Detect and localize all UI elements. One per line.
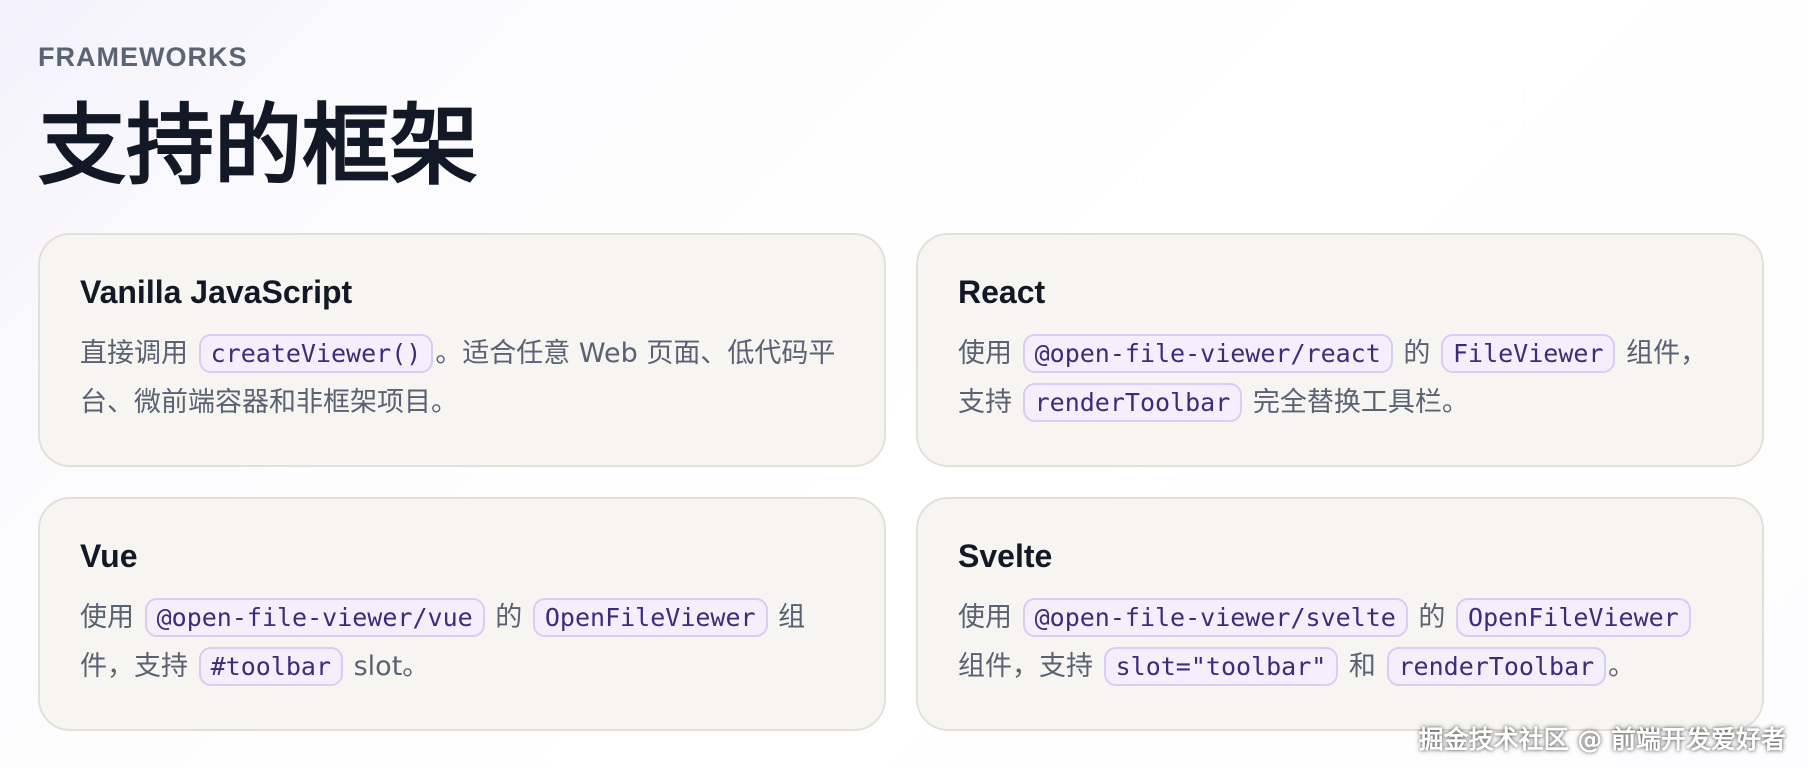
page-title: 支持的框架 — [38, 94, 479, 197]
code-toolbar-slot: #toolbar — [198, 647, 344, 687]
text-segment: 使用 — [958, 338, 1012, 370]
frameworks-grid: Vanilla JavaScript 直接调用 createViewer()。适… — [38, 233, 1764, 733]
code-component: FileViewer — [1440, 334, 1616, 374]
card-title: React — [958, 274, 1046, 310]
text-segment: 。适合任意 Web 页面、低代码平台、微前端容器和非框架项目。 — [80, 338, 836, 419]
card-title: Vue — [80, 538, 138, 574]
text-segment: 组件，支持 — [80, 602, 806, 683]
text-segment: 的 — [1418, 602, 1446, 634]
card-description: 使用 @open-file-viewer/svelte 的 OpenFileVi… — [958, 593, 1722, 691]
text-segment: 完全替换工具栏。 — [1252, 387, 1469, 419]
card-description: 直接调用 createViewer()。适合任意 Web 页面、低代码平台、微前… — [80, 329, 844, 427]
text-segment: 直接调用 — [80, 338, 188, 370]
text-segment: 组件，支持 — [958, 651, 1093, 683]
code-component: OpenFileViewer — [532, 598, 768, 638]
text-segment: 的 — [495, 602, 523, 634]
card-vanilla-js: Vanilla JavaScript 直接调用 createViewer()。适… — [38, 233, 886, 467]
text-segment: 的 — [1403, 338, 1431, 370]
card-description: 使用 @open-file-viewer/react 的 FileViewer … — [958, 329, 1722, 427]
card-title: Vanilla JavaScript — [80, 274, 353, 310]
code-create-viewer: createViewer() — [198, 334, 434, 374]
text-segment: 组件，支持 — [958, 338, 1708, 419]
code-render-toolbar: renderToolbar — [1022, 383, 1243, 423]
code-package-svelte: @open-file-viewer/svelte — [1022, 598, 1408, 638]
text-segment: 和 — [1348, 651, 1376, 683]
code-package-react: @open-file-viewer/react — [1022, 334, 1393, 374]
section-eyebrow: FRAMEWORKS — [38, 42, 248, 72]
card-title: Svelte — [958, 538, 1053, 574]
watermark: 掘金技术社区 @ 前端开发爱好者 — [1418, 725, 1786, 754]
text-segment: 使用 — [80, 602, 134, 634]
text-segment: 使用 — [958, 602, 1012, 634]
code-render-toolbar: renderToolbar — [1386, 647, 1607, 687]
code-package-vue: @open-file-viewer/vue — [144, 598, 485, 638]
code-slot-toolbar: slot="toolbar" — [1103, 647, 1339, 687]
card-description: 使用 @open-file-viewer/vue 的 OpenFileViewe… — [80, 593, 844, 691]
card-react: React 使用 @open-file-viewer/react 的 FileV… — [916, 233, 1764, 467]
card-vue: Vue 使用 @open-file-viewer/vue 的 OpenFileV… — [38, 497, 886, 731]
code-component: OpenFileViewer — [1456, 598, 1691, 638]
text-segment: slot。 — [353, 651, 430, 683]
card-svelte: Svelte 使用 @open-file-viewer/svelte 的 Ope… — [916, 497, 1764, 731]
text-segment: 。 — [1608, 651, 1636, 683]
